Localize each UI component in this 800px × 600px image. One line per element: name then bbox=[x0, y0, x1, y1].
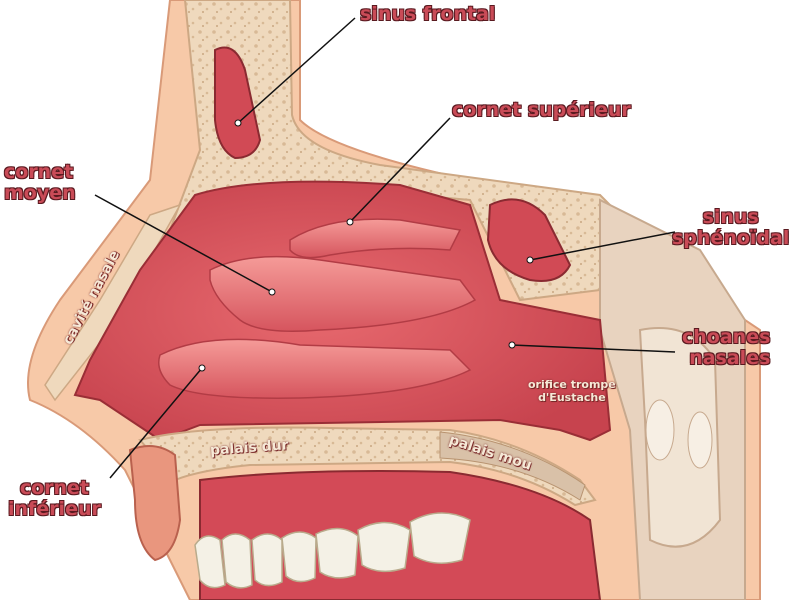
dot-sinus-sphenoidal bbox=[526, 256, 534, 264]
inner-label-orifice-trompe-line2: d'Eustache bbox=[538, 391, 606, 404]
frontal-sinus bbox=[214, 46, 262, 160]
upper-lip bbox=[128, 445, 182, 562]
label-cornet-superieur: cornet supérieur bbox=[452, 100, 631, 121]
inner-label-orifice-trompe-line1: orifice trompe bbox=[528, 378, 616, 391]
vertebra-body-2 bbox=[687, 411, 713, 469]
leader-lines bbox=[94, 17, 676, 479]
label-choanes-nasales-line2: nasales bbox=[689, 347, 771, 369]
nasal-bone bbox=[44, 203, 182, 402]
label-sinus-sphenoidal: sinus sphénoïdal bbox=[672, 207, 789, 249]
label-cornet-moyen: cornet moyen bbox=[4, 162, 76, 204]
label-sinus-frontal-text: sinus frontal bbox=[360, 3, 496, 25]
sphenoid-sinus bbox=[486, 198, 572, 282]
label-cornet-moyen-line1: cornet bbox=[4, 161, 74, 183]
tooth-7 bbox=[409, 512, 471, 564]
leader-sinus-frontal bbox=[237, 17, 356, 124]
label-cornet-moyen-line2: moyen bbox=[4, 182, 76, 204]
label-sinus-sphenoidal-line2: sphénoïdal bbox=[672, 227, 790, 249]
tooth-2 bbox=[221, 533, 253, 589]
vertebra bbox=[638, 327, 722, 548]
label-cornet-inferieur-line1: cornet bbox=[19, 477, 90, 499]
label-cornet-inferieur: cornet inférieur bbox=[8, 478, 101, 520]
leader-sinus-sphenoidal bbox=[529, 231, 676, 261]
inner-label-orifice-trompe: orifice trompe d'Eustache bbox=[528, 378, 616, 404]
label-sinus-frontal: sinus frontal bbox=[360, 4, 495, 25]
tooth-4 bbox=[281, 531, 317, 583]
vertebra-body-1 bbox=[645, 399, 675, 461]
teeth bbox=[194, 512, 471, 589]
leader-cornet-inferieur bbox=[109, 367, 203, 479]
middle-turbinate-shape bbox=[209, 255, 477, 332]
dot-choanes-nasales bbox=[508, 341, 516, 349]
leader-dots bbox=[198, 119, 534, 372]
leader-cornet-moyen bbox=[94, 194, 273, 293]
soft-palate bbox=[439, 431, 586, 501]
label-cornet-superieur-text: cornet supérieur bbox=[452, 99, 631, 121]
dot-cornet-moyen bbox=[268, 288, 276, 296]
label-choanes-nasales-line1: choanes bbox=[682, 326, 771, 348]
leader-choanes-nasales bbox=[511, 344, 676, 353]
leader-cornet-superieur bbox=[349, 117, 451, 223]
inferior-turbinate-shape bbox=[158, 338, 472, 399]
dot-sinus-frontal bbox=[234, 119, 242, 127]
dot-cornet-superieur bbox=[346, 218, 354, 226]
tooth-5 bbox=[315, 527, 359, 579]
tooth-3 bbox=[251, 533, 283, 587]
tooth-6 bbox=[357, 521, 411, 573]
label-cornet-inferieur-line2: inférieur bbox=[8, 498, 101, 520]
label-sinus-sphenoidal-line1: sinus bbox=[702, 206, 759, 228]
tooth-1 bbox=[194, 535, 226, 589]
dot-cornet-inferieur bbox=[198, 364, 206, 372]
superior-turbinate-shape bbox=[289, 218, 462, 259]
label-choanes-nasales: choanes nasales bbox=[682, 327, 770, 369]
